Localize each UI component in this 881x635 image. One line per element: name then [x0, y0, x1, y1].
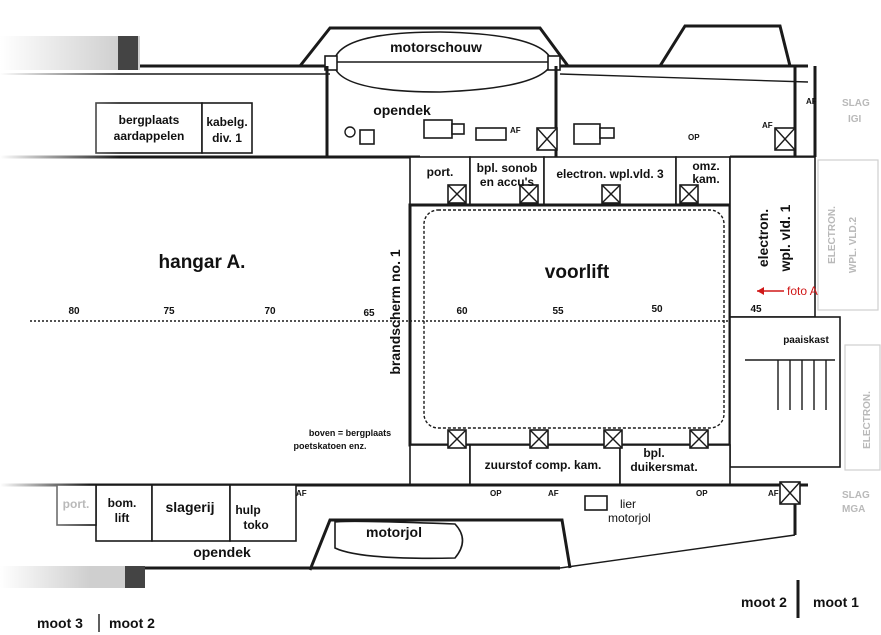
top-section: [0, 20, 817, 165]
frame-70: 70: [264, 306, 276, 317]
tag-af-6: AF: [768, 489, 779, 498]
ghost-slag-bottom-2: MGA: [842, 504, 865, 515]
label-boven-2: poetskatoen enz.: [293, 441, 366, 451]
label-bpl-sonob-2: en accu's: [480, 175, 535, 189]
motorjol-boat: [334, 520, 464, 560]
label-paaiskast: paaiskast: [783, 335, 829, 346]
label-bergplaats-2: aardappelen: [114, 129, 185, 143]
frame-80: 80: [68, 306, 80, 317]
label-bom-lift-1: bom.: [108, 496, 137, 510]
frame-numbers: 80 75 70 65 60 55 50 45: [68, 304, 762, 319]
label-omz-kam-2: kam.: [692, 172, 719, 186]
paaiskast-lines: [745, 359, 835, 410]
voorlift-shaft: [408, 203, 732, 447]
label-zuurstof: zuurstof comp. kam.: [485, 458, 602, 472]
label-kabelg-1: kabelg.: [206, 115, 247, 129]
ghost-slag-bottom-1: SLAG: [842, 490, 870, 501]
frame-60: 60: [456, 306, 468, 317]
hatch-markers: [447, 184, 699, 204]
tag-op-3: OP: [696, 489, 708, 498]
label-moot-2-right: moot 2: [741, 594, 787, 610]
label-bom-lift-2: lift: [115, 511, 130, 525]
label-hangar: hangar A.: [159, 252, 246, 273]
frame-55: 55: [552, 306, 564, 317]
hangar-area: [30, 156, 881, 486]
label-bergplaats-1: bergplaats: [119, 113, 180, 127]
tag-op-2: OP: [490, 489, 502, 498]
label-moot-2-left: moot 2: [109, 615, 155, 631]
label-electron-wpl-vld-1b: wpl. vld. 1: [777, 204, 793, 272]
tag-af-2: AF: [762, 121, 773, 130]
label-port-bottom: port.: [63, 497, 90, 511]
tag-af-4: AF: [296, 489, 307, 498]
hatch-markers-bottom: [447, 429, 709, 449]
label-brandscherm: brandscherm no. 1: [387, 249, 403, 374]
tag-af-3: AF: [806, 97, 817, 106]
ghost-electron-1: ELECTRON.: [827, 206, 838, 264]
label-slagerij: slagerij: [165, 499, 214, 515]
label-hulp-toko-2: toko: [243, 518, 268, 532]
label-omz-kam-1: omz.: [692, 159, 719, 173]
label-boven-1: boven = bergplaats: [309, 428, 391, 438]
label-bpl-duikersmat-2: duikersmat.: [630, 460, 697, 474]
label-kabelg-2: div. 1: [212, 131, 242, 145]
label-lier-2: motorjol: [608, 511, 651, 525]
frame-75: 75: [163, 306, 175, 317]
tag-op-1: OP: [688, 133, 700, 142]
tag-af-1: AF: [510, 126, 521, 135]
ghost-electron-2: WPL. VLD.2: [848, 217, 859, 274]
label-voorlift: voorlift: [545, 262, 610, 283]
label-motorjol: motorjol: [366, 524, 422, 540]
label-foto-a: foto A: [787, 284, 818, 298]
label-electron-wpl-vld-1a: electron.: [755, 209, 771, 267]
label-bpl-duikersmat-1: bpl.: [643, 446, 664, 460]
label-bpl-sonob-1: bpl. sonob: [477, 161, 538, 175]
bottom-section: [0, 480, 808, 632]
ghost-electron-3: ELECTRON.: [862, 391, 873, 449]
label-hulp-toko-1: hulp: [235, 503, 260, 517]
frame-65: 65: [363, 308, 375, 319]
label-port-top: port.: [427, 165, 454, 179]
label-opendek-top: opendek: [373, 102, 431, 118]
label-moot-1: moot 1: [813, 594, 859, 610]
frame-50: 50: [651, 304, 663, 315]
frame-45: 45: [750, 304, 762, 315]
tag-af-5: AF: [548, 489, 559, 498]
label-motorschouw: motorschouw: [390, 39, 482, 55]
ghost-slag-top-2: IGI: [848, 114, 862, 125]
label-lier-1: lier: [620, 497, 636, 511]
label-electron-wpl-vld-3: electron. wpl.vld. 3: [556, 167, 664, 181]
label-moot-3: moot 3: [37, 615, 83, 631]
label-opendek-bottom: opendek: [193, 544, 251, 560]
ghost-slag-top-1: SLAG: [842, 98, 870, 109]
